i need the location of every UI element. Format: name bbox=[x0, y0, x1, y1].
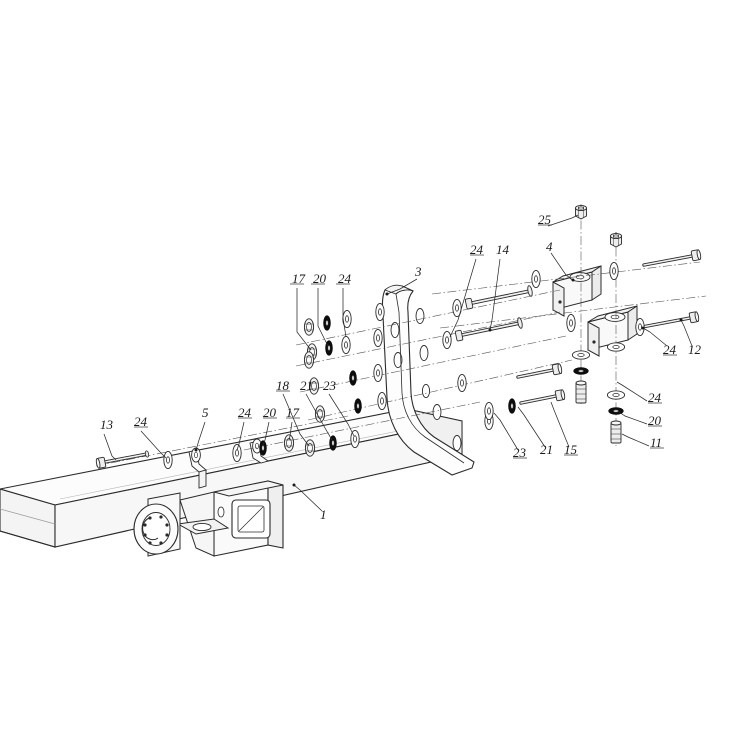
callout-12-bolt: 12 bbox=[688, 342, 701, 357]
hardware-row-b bbox=[308, 363, 383, 395]
callout-11-bolt: 11 bbox=[650, 435, 663, 450]
callout-1-main-beam: 1 bbox=[320, 507, 327, 522]
receiver-tube bbox=[176, 480, 284, 557]
callout-5-tab: 5 bbox=[202, 405, 209, 420]
hardware-row-a2 bbox=[303, 302, 385, 336]
callout-3-side-plate: 3 bbox=[415, 264, 422, 279]
callout-24-beam: 24 bbox=[238, 405, 251, 420]
callout-4-bracket: 4 bbox=[546, 239, 553, 254]
bolt-15b bbox=[516, 363, 563, 379]
bolt-13 bbox=[95, 450, 150, 469]
callout-underlines bbox=[134, 224, 677, 459]
callout-14-long-bolt: 14 bbox=[496, 242, 509, 257]
leader-dots bbox=[194, 278, 683, 487]
vertical-stack-right bbox=[606, 232, 626, 444]
callout-17-beam: 17 bbox=[286, 405, 299, 420]
callout-24-right: 24 bbox=[663, 342, 676, 357]
frame-bracket-upper bbox=[552, 265, 602, 317]
callout-13-bolt: 13 bbox=[100, 417, 113, 432]
callout-24-stack: 24 bbox=[648, 390, 661, 405]
callout-15-bolt: 15 bbox=[564, 442, 577, 457]
callout-24-upper: 24 bbox=[338, 271, 351, 286]
callout-24-left: 24 bbox=[134, 414, 147, 429]
leader-lines bbox=[103, 214, 693, 512]
callout-18: 18 bbox=[276, 378, 289, 393]
callout-17-upper: 17 bbox=[292, 271, 305, 286]
callout-25-nut: 25 bbox=[538, 212, 551, 227]
callout-24-bolt-row: 24 bbox=[470, 242, 483, 257]
callout-21-lower-left: 21 bbox=[300, 378, 313, 393]
callout-20-beam: 20 bbox=[263, 405, 276, 420]
frame-bracket-lower bbox=[587, 305, 638, 357]
side-mounting-plate bbox=[381, 284, 475, 476]
bolt-12b bbox=[609, 249, 702, 281]
callout-23-right: 23 bbox=[513, 445, 526, 460]
callout-20-stack: 20 bbox=[648, 413, 661, 428]
bolt-15 bbox=[484, 389, 566, 421]
bolt-14b bbox=[464, 285, 533, 310]
socket-mount-plate bbox=[133, 492, 181, 557]
callout-21-right: 21 bbox=[540, 442, 553, 457]
callout-23-lower-left: 23 bbox=[323, 378, 336, 393]
vertical-stack-left bbox=[571, 204, 591, 404]
bolt-12 bbox=[635, 311, 700, 337]
callout-20-upper: 20 bbox=[313, 271, 326, 286]
